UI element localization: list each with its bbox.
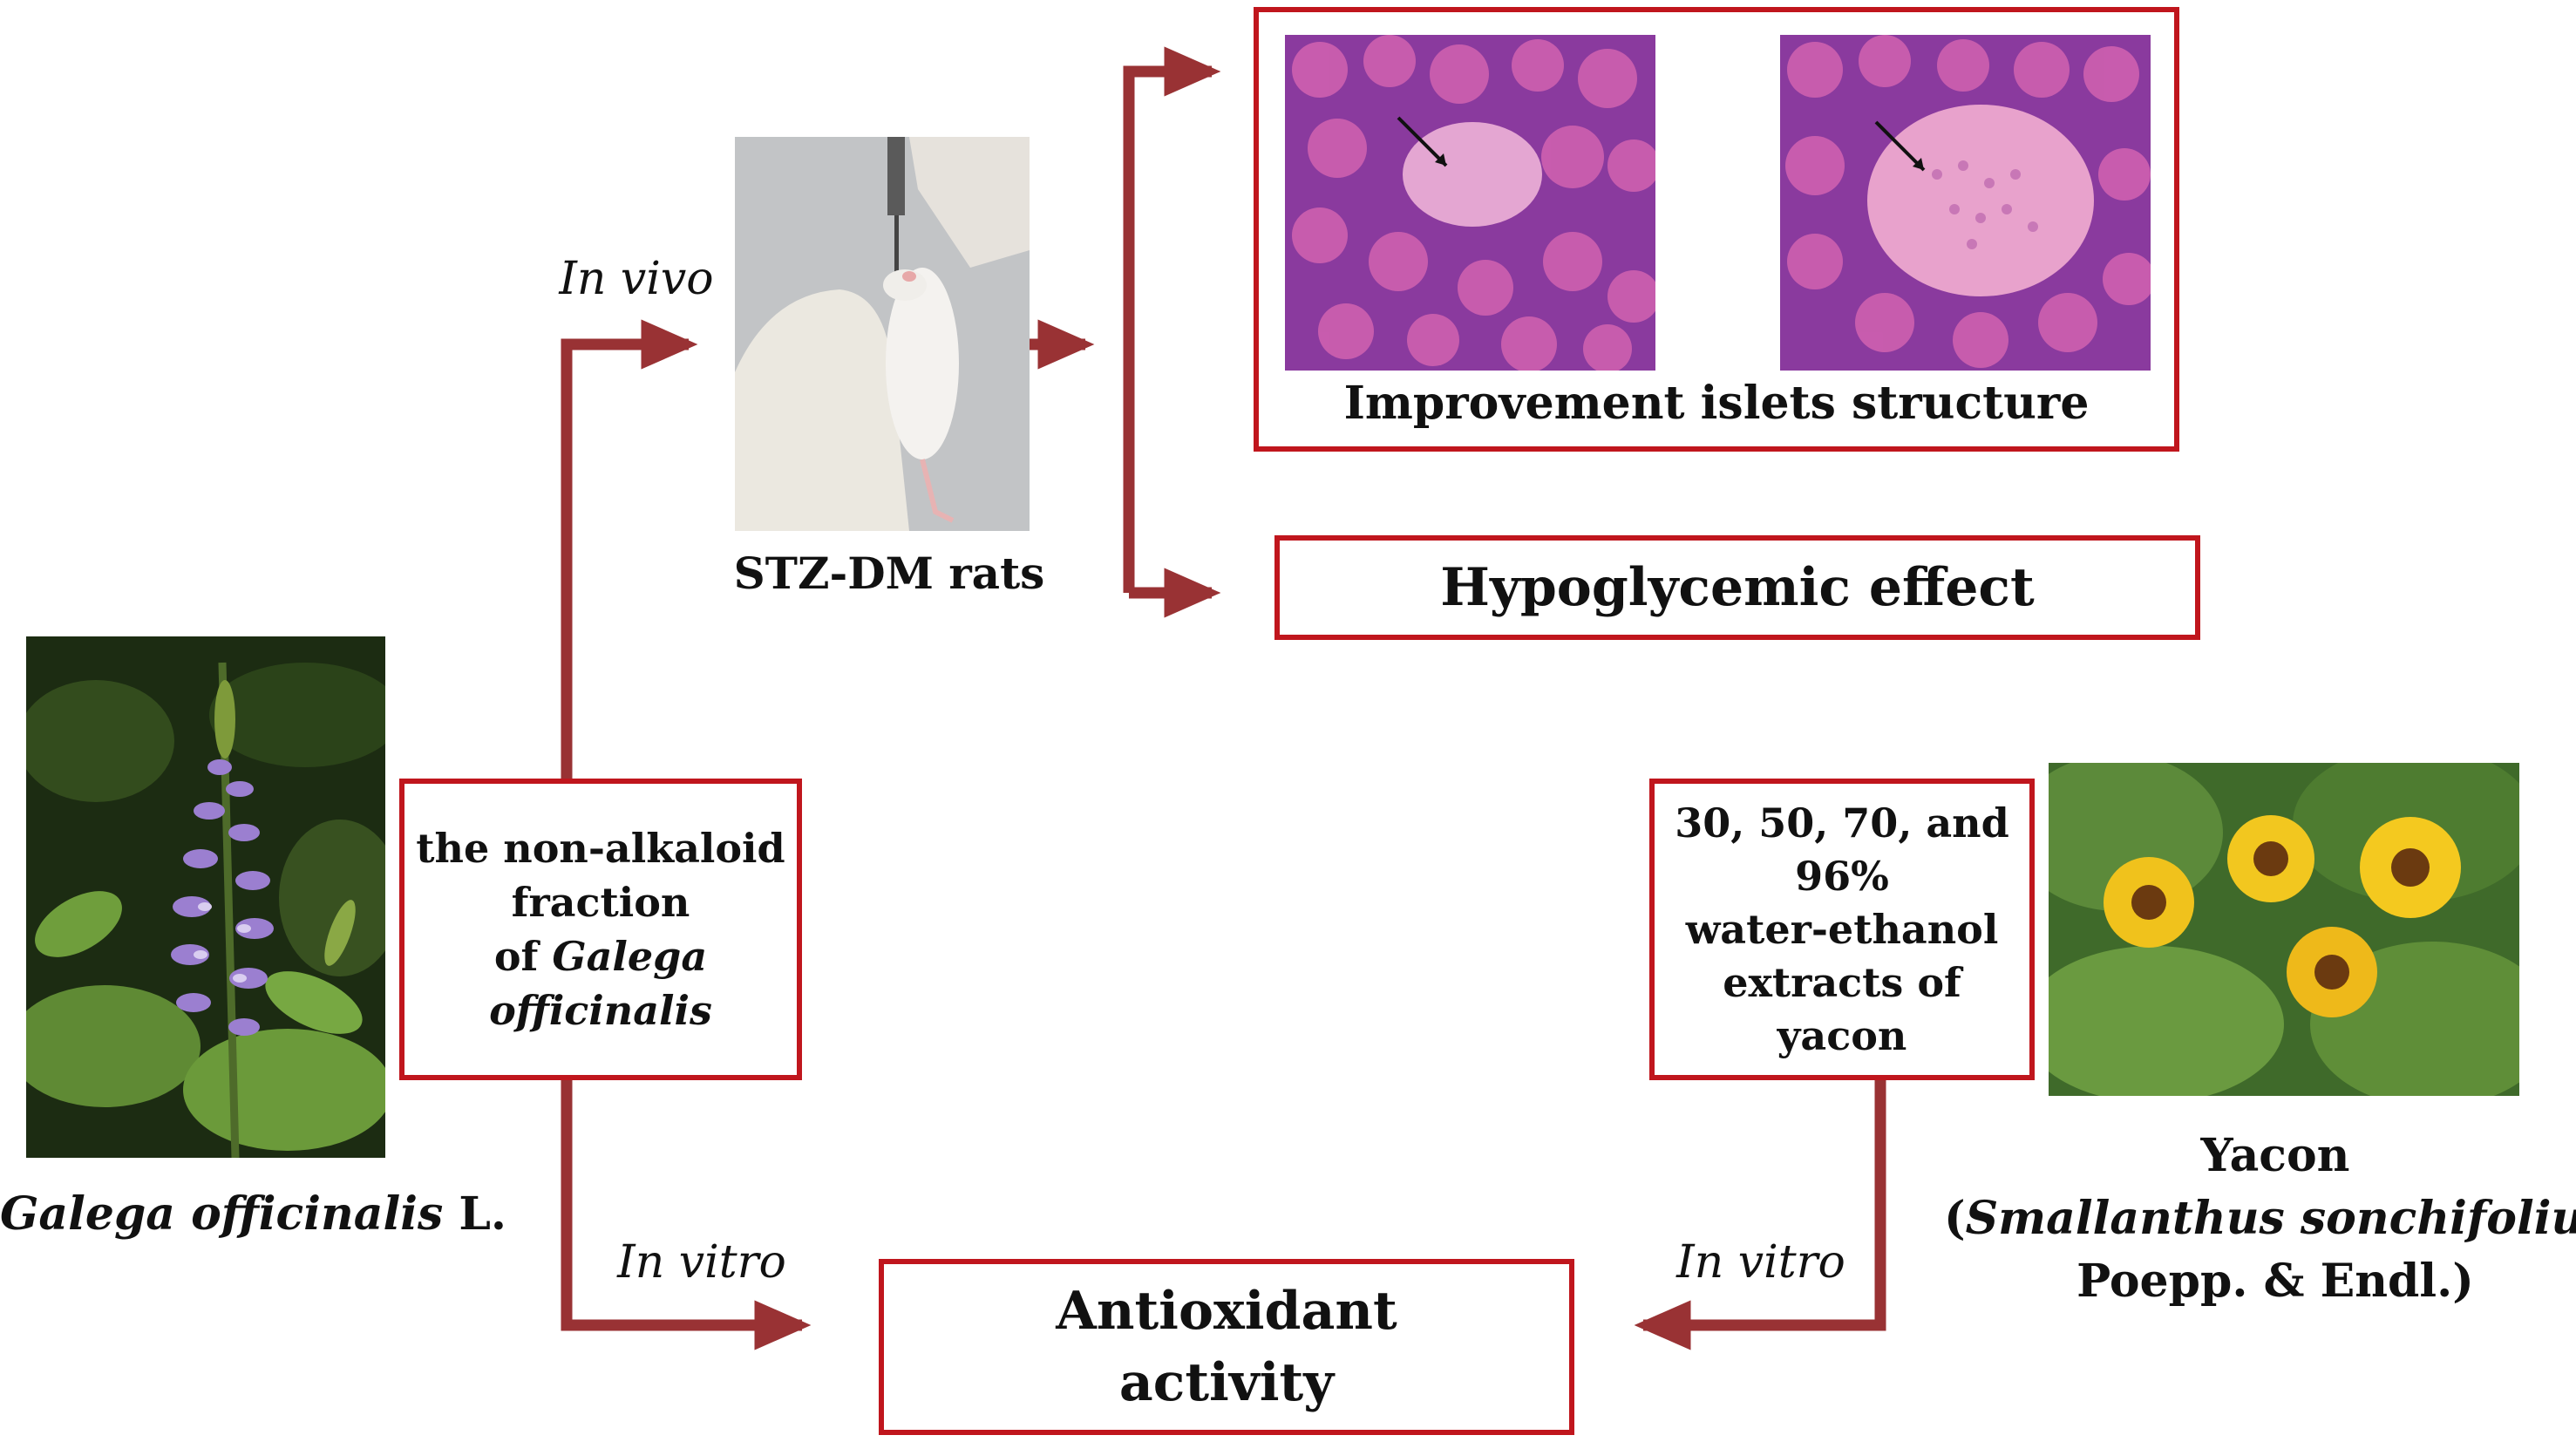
yacon-label: Yacon (Smallanthus sonchifolius Poepp. &… <box>1944 1129 2576 1308</box>
galega-officinalis-label: Galega officinalis L. <box>0 1187 507 1241</box>
islet-histology-after <box>1780 35 2151 371</box>
galega-officinalis-photo <box>26 636 385 1158</box>
hypoglycemic-effect-box: Hypoglycemic effect <box>1274 535 2200 640</box>
islets-caption: Improvement islets structure <box>1343 377 2090 430</box>
arrow-fraction-to-antioxidant <box>561 1078 812 1350</box>
arrow-branch-to-islets <box>1123 46 1221 593</box>
stz-dm-rats-label: STZ-DM rats <box>733 548 1045 599</box>
yacon-flowers <box>2104 815 2461 1017</box>
yacon-photo <box>2049 763 2519 1096</box>
yacon-extract-box: 30, 50, 70, and 96% water-ethanol extrac… <box>1649 779 2035 1080</box>
stz-dm-rat-photo <box>735 137 1030 531</box>
arrow-yacon-to-antioxidant <box>1634 1078 1886 1350</box>
arrow-fraction-to-rats <box>561 319 698 780</box>
in-vivo-label: In vivo <box>559 253 714 305</box>
islets-structure-box: Improvement islets structure <box>1254 7 2179 452</box>
in-vitro-label-right: In vitro <box>1676 1236 1845 1289</box>
islet-histology-before <box>1285 35 1655 371</box>
in-vitro-label-left: In vitro <box>617 1236 786 1289</box>
galega-fraction-box: the non-alkaloid fraction of Galega offi… <box>399 779 802 1080</box>
antioxidant-activity-box: Antioxidant activity <box>879 1259 1574 1435</box>
